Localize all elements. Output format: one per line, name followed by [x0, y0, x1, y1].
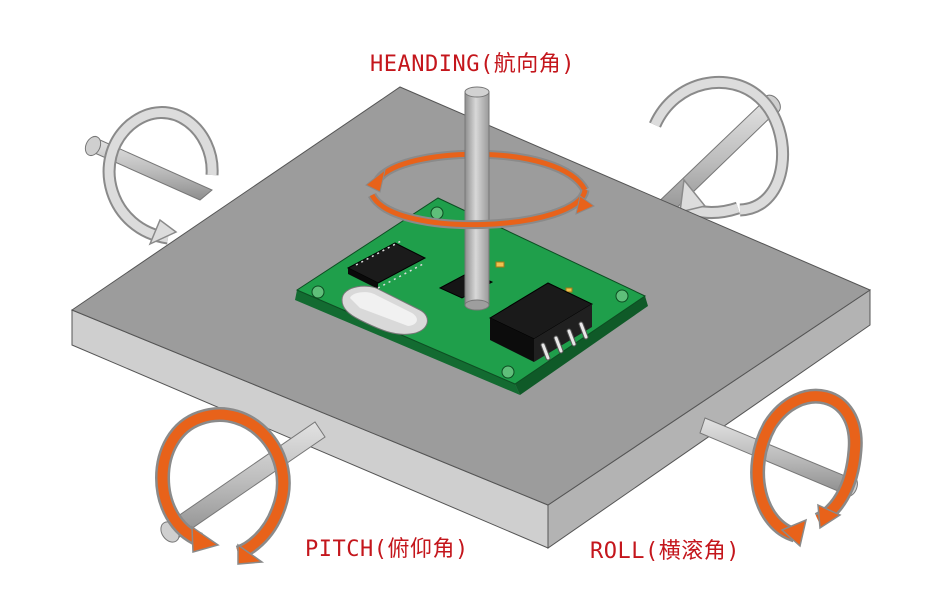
- crystal-oscillator: [341, 285, 428, 335]
- rear-left-rotation-arrow-icon: [102, 106, 219, 246]
- heading-label: HEANDING(航向角): [370, 52, 575, 77]
- smd-component: [565, 287, 573, 293]
- mount-hole: [430, 206, 444, 220]
- pitch-rotation-arrow-icon: [155, 407, 291, 565]
- vertical-rod: [464, 86, 490, 311]
- pitch-label: PITCH(俯仰角): [305, 537, 469, 562]
- rear-left-rod: [84, 135, 213, 201]
- ic-chip: [346, 239, 427, 289]
- roll-rod: [699, 417, 858, 498]
- heading-rotation-arrow-icon: [365, 168, 596, 230]
- mount-hole: [615, 289, 629, 303]
- mount-hole: [311, 285, 325, 299]
- mount-hole: [501, 365, 515, 379]
- roll-label: ROLL(横滚角): [590, 539, 740, 564]
- roll-rotation-arrow-icon: [750, 388, 863, 548]
- pin-header: [488, 282, 594, 362]
- rear-right-rotation-arrow-icon: [649, 75, 790, 219]
- led: [495, 261, 505, 268]
